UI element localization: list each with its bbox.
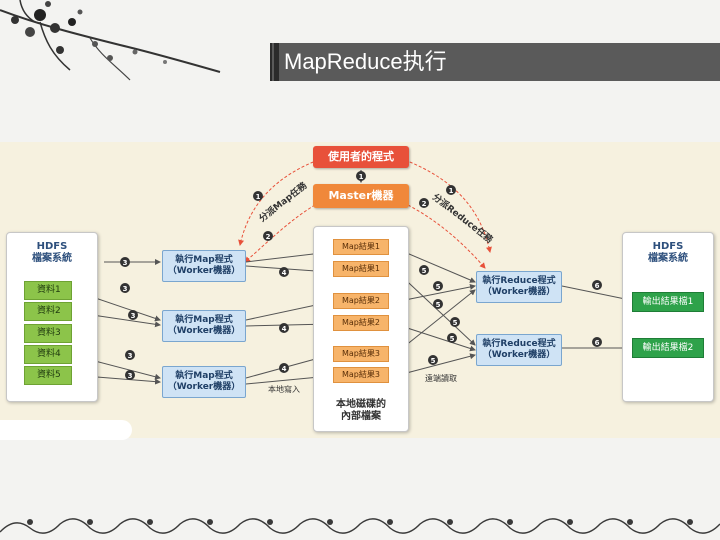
reduce-task-2: 執行Reduce程式 （Worker機器） — [476, 334, 562, 366]
map-result-2a: Map結果2 — [333, 293, 389, 309]
local-write-label: 本地寫入 — [268, 385, 300, 394]
title-accent — [274, 43, 279, 81]
data-file-1: 資料1 — [24, 281, 72, 300]
page-title: MapReduce执行 — [284, 49, 447, 74]
master-box: Master機器 — [313, 184, 409, 208]
wave-border-decoration — [0, 510, 720, 540]
data-file-5: 資料5 — [24, 366, 72, 385]
title-accent-thin — [270, 43, 272, 81]
map-result-3b: Map結果3 — [333, 367, 389, 383]
hdfs-output-panel: HDFS 檔案系統 — [622, 232, 714, 402]
data-file-4: 資料4 — [24, 345, 72, 364]
ink-branch-decoration — [0, 0, 221, 81]
map-result-1a: Map結果1 — [333, 239, 389, 255]
map-task-1: 執行Map程式 （Worker機器） — [162, 250, 246, 282]
output-file-2: 輸出結果檔2 — [632, 338, 704, 358]
data-file-2: 資料2 — [24, 302, 72, 321]
map-result-2b: Map結果2 — [333, 315, 389, 331]
panel-tab — [0, 420, 132, 440]
title-bar: MapReduce执行 — [270, 43, 720, 81]
map-result-1b: Map結果1 — [333, 261, 389, 277]
map-task-3: 執行Map程式 （Worker機器） — [162, 366, 246, 398]
local-disk-panel: 本地磁碟的 內部檔案 — [313, 226, 409, 432]
user-program-box: 使用者的程式 — [313, 146, 409, 168]
data-file-3: 資料3 — [24, 324, 72, 343]
map-result-3a: Map結果3 — [333, 346, 389, 362]
reduce-task-1: 執行Reduce程式 （Worker機器） — [476, 271, 562, 303]
output-file-1: 輸出結果檔1 — [632, 292, 704, 312]
remote-read-label: 遠端讀取 — [425, 374, 457, 383]
map-task-2: 執行Map程式 （Worker機器） — [162, 310, 246, 342]
